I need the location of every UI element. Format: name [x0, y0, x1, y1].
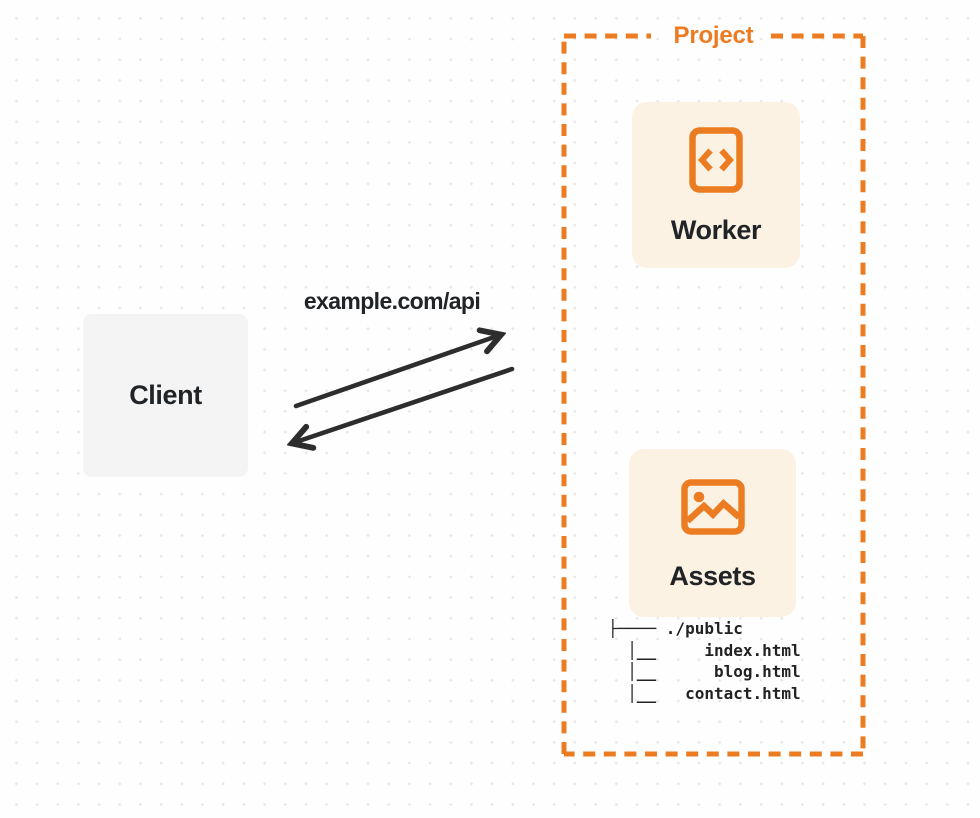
worker-label: Worker	[670, 215, 762, 245]
file-tree-file-line: │__ index.html	[608, 640, 801, 660]
image-icon	[680, 479, 745, 535]
file-tree-root-line: ├──── ./public	[608, 619, 743, 638]
file-tree-file-line: │__ blog.html	[608, 662, 801, 682]
file-tree-file-line: │__ contact.html	[608, 684, 801, 704]
request-arrow	[293, 335, 500, 409]
request-url-label: example.com/api	[303, 288, 481, 314]
assets-label: Assets	[669, 561, 756, 591]
assets-file-tree: ├──── ./public │__ index.html │__ blog.h…	[608, 618, 801, 705]
project-label: Project	[673, 22, 754, 49]
worker-node: Worker	[632, 102, 800, 268]
response-arrow	[293, 366, 515, 443]
client-label: Client	[129, 380, 202, 410]
client-node: Client	[83, 314, 248, 477]
project-dashed-border	[561, 33, 866, 757]
assets-node: Assets	[629, 449, 796, 617]
code-document-icon	[689, 127, 743, 193]
